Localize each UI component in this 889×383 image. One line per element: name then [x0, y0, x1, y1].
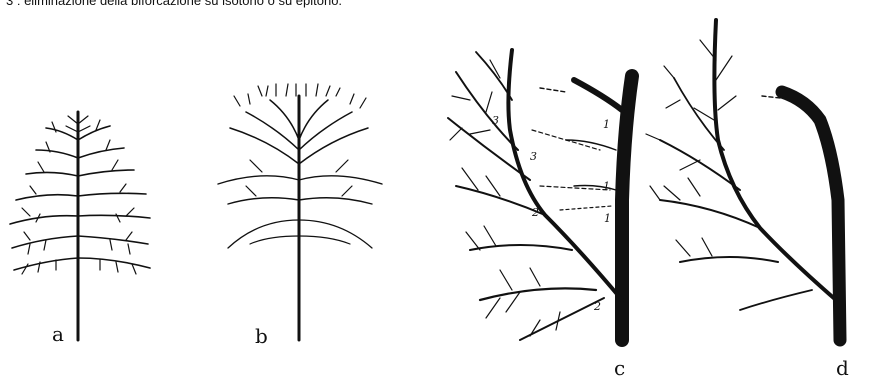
panel-label-b: b — [255, 324, 268, 348]
tree-c-cut-marks: 1 1 1 2 2 3 3 — [492, 114, 611, 313]
tree-d — [646, 20, 840, 340]
cut-mark-2: 2 — [593, 300, 601, 313]
cut-mark-1: 1 — [603, 118, 610, 131]
cut-mark-2: 2 — [531, 206, 539, 219]
cut-mark-3: 3 — [492, 114, 499, 127]
tree-c — [448, 50, 632, 340]
cut-mark-3: 3 — [530, 150, 537, 163]
panel-label-c: c — [614, 356, 625, 380]
cut-mark-1: 1 — [604, 212, 611, 225]
panel-label-d: d — [836, 356, 849, 380]
panel-label-a: a — [52, 322, 64, 346]
cut-mark-1: 1 — [603, 180, 610, 193]
tree-a — [10, 112, 150, 340]
tree-b — [218, 84, 382, 340]
